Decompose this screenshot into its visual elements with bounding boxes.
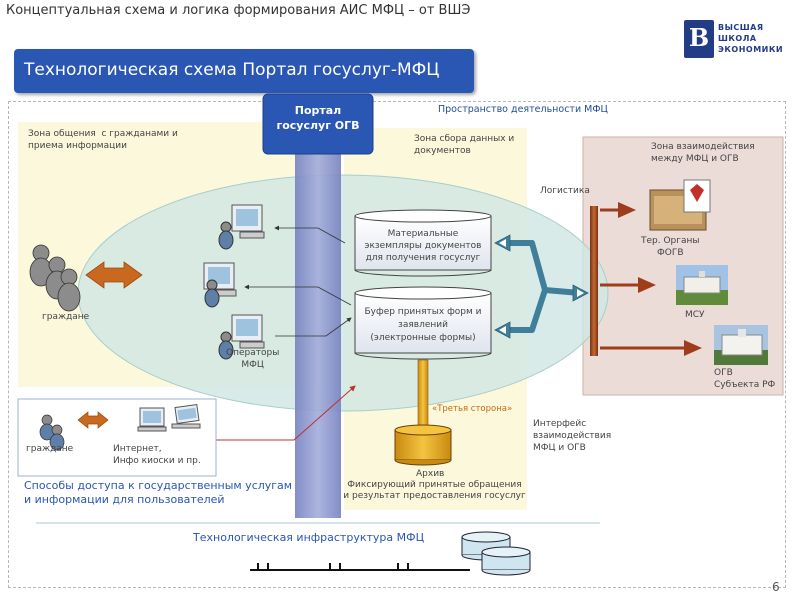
buffer-label: Буфер принятых форм и заявлений (электро… [364,307,482,343]
portal-label-line1: Портал [294,104,342,117]
ter-organs-icon [649,179,711,231]
portal-box [262,93,374,155]
access-citizens-label: граждане [26,444,74,454]
access-internet-label: Интернет, Инфо киоски и пр. [113,444,201,466]
mfc-space-frame [8,101,786,588]
citizens-icon [29,244,81,312]
logistics-label: Логистика [540,186,590,196]
zone-collection-label: Зона сбора данных и документов [414,134,515,156]
third-party-label: «Третья сторона» [432,404,513,414]
operator-computer-icon [218,204,265,250]
banner-title: Технологическая схема Портал госуслуг-МФ… [24,60,440,80]
portal-label-line2: госуслуг ОГВ [276,119,360,132]
infrastructure-label: Технологическая инфраструктура МФЦ [193,531,425,544]
archive-storage [394,424,452,466]
title-banner: Технологическая схема Портал госуслуг-МФ… [14,49,474,93]
citizen-exchange-arrow [85,261,143,289]
communication-ellipse [77,174,609,412]
archive-title: Архив [416,469,445,479]
access-methods-caption: Способы доступа к государственным услуга… [24,479,293,506]
msu-label: МСУ [685,310,705,320]
zone-communication-label: Зона общения с гражданами и приема инфор… [28,129,178,151]
archive-pipe [417,359,429,429]
buffer-storage [354,286,492,360]
ogv-label: ОГВ Субъекта РФ [714,368,776,390]
portal-column [295,133,341,518]
page-header-title: Концептуальная схема и логика формирован… [6,3,471,18]
access-devices-icon [137,403,201,432]
logo-text: ВЫСШАЯ ШКОЛА ЭКОНОМИКИ [718,23,784,54]
mfc-space-label: Пространство деятельности МФЦ [438,104,608,115]
database-icon [461,531,531,576]
interface-bar [590,206,598,356]
interface-label: Интерфейс взаимодействия МФЦ и ОГВ [533,419,612,453]
msu-building-icon [676,265,728,305]
page-number: 6 [772,580,780,594]
logo-mark-icon: В [684,20,714,58]
operator-computer-icon [203,262,237,308]
material-copies-storage [354,209,492,277]
operator-computer-icon [218,314,265,360]
logo-letter: В [688,23,710,52]
zone-interaction-label: Зона взаимодействия между МФЦ и ОГВ [651,142,755,164]
access-double-arrow-icon [77,411,109,429]
network-taps [257,563,409,570]
access-citizens-icon [39,414,65,451]
material-copies-label: Материальные экземпляры документов для п… [364,229,482,263]
ter-organs-label: Тер. Органы ФОГВ [641,236,700,258]
citizens-label: граждане [42,312,90,322]
access-link-arrow [196,385,356,441]
ogv-building-icon [714,325,768,365]
hse-logo: В ВЫСШАЯ ШКОЛА ЭКОНОМИКИ [684,20,794,62]
operator-connectors [244,225,352,337]
operators-label: Операторы МФЦ [226,348,280,370]
logistics-arrows [503,240,581,333]
archive-description: Фиксирующий принятые обращения и результ… [343,480,526,501]
